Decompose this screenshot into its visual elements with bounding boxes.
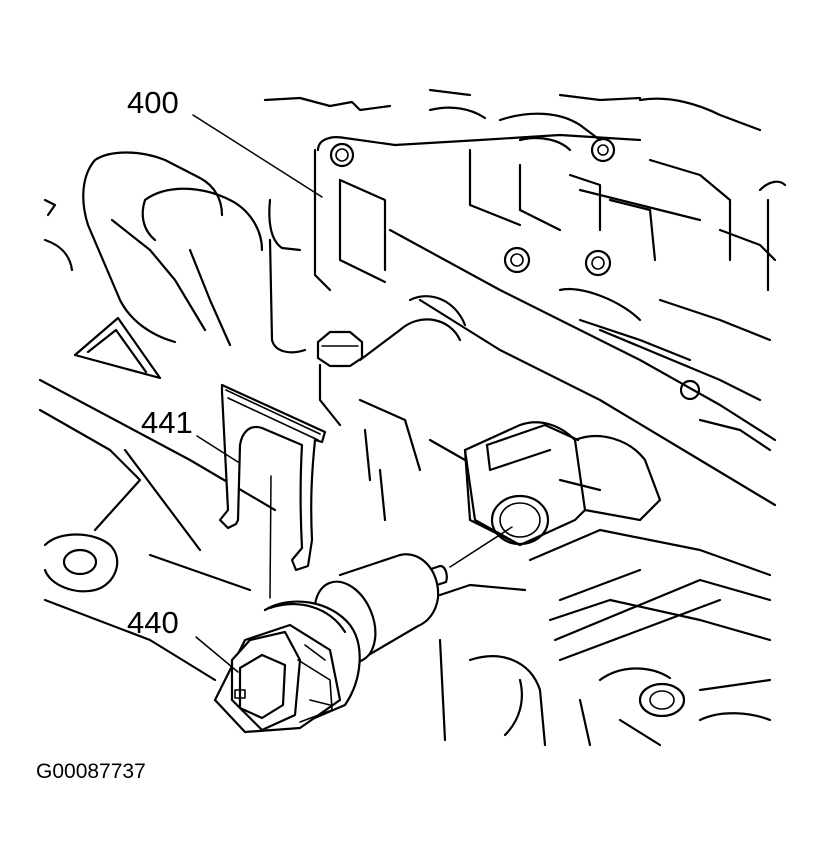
leader-line-440 [195, 636, 239, 673]
valve-body-housing [38, 88, 787, 747]
callout-400: 400 [127, 85, 179, 120]
retainer-clip [218, 383, 327, 572]
leader-lines [192, 114, 513, 673]
speed-sensor [213, 553, 448, 734]
callout-441: 441 [141, 405, 193, 440]
assembly-line-clip [269, 475, 272, 599]
leader-line-400 [192, 114, 323, 198]
callout-440: 440 [127, 605, 179, 640]
figure-id: G00087737 [36, 760, 146, 783]
leader-line-441 [196, 435, 239, 463]
assembly-line-sensor [449, 526, 513, 568]
